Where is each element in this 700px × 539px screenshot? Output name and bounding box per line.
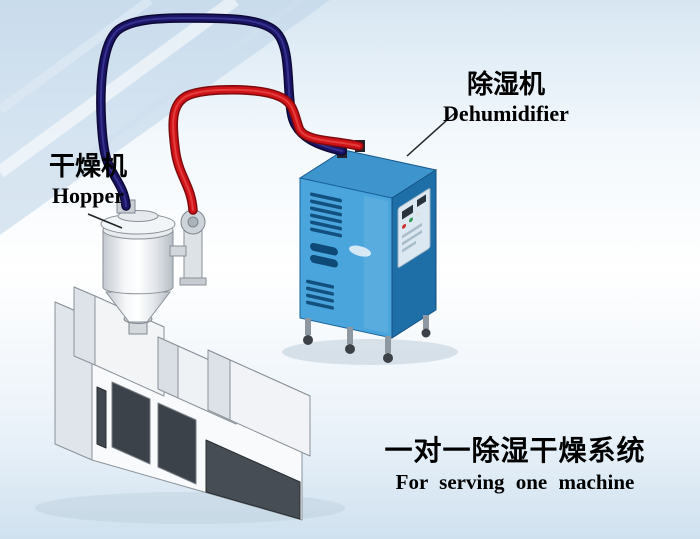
- machine-door-opening: [111, 381, 151, 465]
- machine-door-opening: [157, 402, 197, 485]
- corner-streak: [0, 0, 153, 114]
- cabinet-leg: [305, 318, 311, 335]
- cabinet-leg: [423, 315, 429, 329]
- panel-indicator-white: [416, 211, 420, 216]
- cabinet-shadow: [282, 339, 458, 365]
- cabinet-vent-grid-lower: [306, 279, 334, 310]
- caption: 一对一除湿干燥系统 For serving one machine: [382, 434, 648, 495]
- panel-row: [402, 229, 422, 246]
- blower-fan-hub: [187, 216, 199, 228]
- blower-bracket: [169, 245, 187, 257]
- cabinet-badge: [349, 245, 371, 257]
- caption-en: For serving one machine: [395, 470, 635, 495]
- blower-duct: [183, 229, 203, 281]
- hopper-body: [102, 229, 174, 295]
- dryer-label: 干燥机 Hopper: [44, 152, 132, 209]
- machine-dark-recess: [205, 439, 301, 520]
- leader-line-dehumidifier: [406, 111, 457, 157]
- cabinet-slot-oval: [310, 242, 338, 256]
- die-box-2-end: [207, 349, 231, 421]
- panel-row: [402, 222, 422, 239]
- panel-display: [402, 204, 413, 220]
- dehumidifier-cabinet: [298, 140, 438, 363]
- caster-wheel: [303, 335, 313, 345]
- corner-streak: [0, 0, 239, 178]
- cabinet-vent-grid-upper: [310, 192, 342, 238]
- machine-slot: [96, 386, 107, 449]
- die-box-2-side: [229, 359, 311, 457]
- blower-base: [179, 277, 207, 286]
- corner-band: [0, 0, 330, 235]
- panel-display: [417, 194, 426, 208]
- caster-wheel: [345, 344, 355, 354]
- panel-indicator-green: [409, 217, 413, 223]
- dehumidifier-label-zh: 除湿机: [466, 70, 545, 100]
- cabinet-slot-oval: [310, 254, 338, 268]
- panel-indicator-red: [402, 223, 406, 229]
- cabinet-legs: [303, 315, 431, 363]
- dehumidifier-label-en: Dehumidifier: [443, 101, 569, 127]
- cabinet-front-face: [299, 177, 393, 339]
- extruder-machine: [54, 286, 311, 521]
- cabinet-sheen: [364, 195, 388, 334]
- caster-wheel: [383, 353, 393, 363]
- hose-highlight: [172, 88, 360, 211]
- dryer-label-en: Hopper: [51, 183, 125, 209]
- gearbox-end-face: [73, 286, 96, 366]
- leader-line-hopper: [87, 213, 123, 229]
- caption-zh: 一对一除湿干燥系统: [384, 434, 646, 467]
- caster-wheel: [421, 328, 431, 338]
- dryer-label-zh: 干燥机: [48, 152, 127, 182]
- dehumidifier-label: 除湿机 Dehumidifier: [432, 70, 580, 127]
- cabinet-leg: [347, 327, 353, 344]
- cabinet-side-face: [391, 169, 437, 339]
- supply-air-hose-red: [168, 85, 364, 215]
- cabinet-leg: [385, 336, 391, 353]
- die-box-1-end: [157, 336, 179, 399]
- panel-row: [402, 240, 416, 253]
